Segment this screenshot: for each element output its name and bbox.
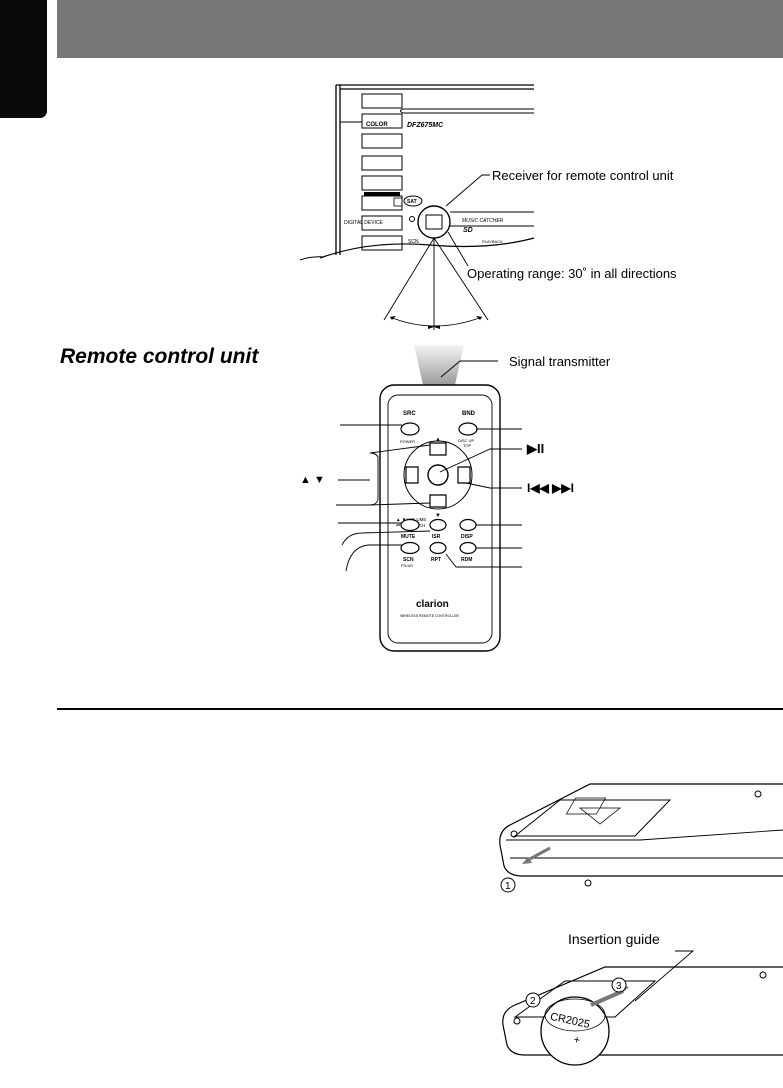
- remote-down-button[interactable]: [429, 494, 447, 508]
- insertion-guide-callout: Insertion guide: [568, 931, 660, 947]
- callout-play-pause: ▶II: [527, 441, 545, 456]
- step-1-label: 1: [505, 881, 511, 892]
- remote-play-pause-button[interactable]: [427, 464, 449, 486]
- remote-bnd-label: BND: [462, 411, 476, 417]
- head-unit-color-label: COLOR: [366, 122, 388, 128]
- remote-mute-button[interactable]: [400, 518, 420, 532]
- remote-power-label: POWER: [400, 439, 415, 444]
- head-unit-sd-label: SD: [463, 227, 473, 234]
- remote-subtitle: WIRELESS REMOTE CONTROLLER: [400, 614, 459, 618]
- remote-scn-label: SCN: [403, 557, 414, 563]
- section-divider: [57, 708, 783, 710]
- remote-dpad-up-arrow: ▲: [435, 437, 441, 443]
- signal-beam: [414, 345, 464, 385]
- head-unit-scn-label: SCN: [408, 239, 419, 245]
- remote-control-figure: SRC POWER BND DISC UP TOP ▲ ▼ ▲ ▼ VOLUME…: [336, 345, 522, 652]
- remote-scn-button[interactable]: [400, 541, 420, 555]
- language-tab: [0, 0, 47, 118]
- head-unit-figure: COLOR DFZ675MC DIGITAL DEVICE SCN MUSIC …: [299, 84, 535, 330]
- battery-cell-sign: +: [572, 1034, 581, 1047]
- signal-transmitter-callout: Signal transmitter: [509, 354, 611, 369]
- step-2-marker: [525, 992, 541, 1008]
- callout-skip: I◀◀ ▶▶I: [527, 481, 574, 495]
- remote-rpt-button[interactable]: [429, 541, 447, 555]
- remote-rdm-label: RDM: [461, 557, 472, 563]
- sat-badge: [403, 195, 423, 207]
- head-unit-playback-label: PLAYBACK: [482, 239, 503, 244]
- remote-mute-label: MUTE: [401, 534, 416, 540]
- head-unit-digital-label: DIGITAL DEVICE: [344, 220, 384, 226]
- operating-range-callout: Operating range: 30˚ in all directions: [467, 266, 677, 281]
- battery-cover-figure: 1: [499, 783, 783, 893]
- remote-src-button[interactable]: [400, 422, 420, 436]
- remote-bnd-button[interactable]: [458, 422, 478, 436]
- remote-dpad-down-arrow: ▼: [435, 513, 441, 519]
- step-3-label: 3: [616, 981, 622, 992]
- remote-rpt-label: RPT: [431, 557, 441, 563]
- remote-isr-label: ISR: [432, 534, 441, 540]
- remote-up-button[interactable]: [429, 442, 447, 456]
- remote-prev-button[interactable]: [405, 466, 419, 484]
- section-title-remote: Remote control unit: [60, 345, 259, 368]
- remote-discup-label: DISC UP: [458, 438, 475, 443]
- battery-insert-figure: CR2025 + 2 3: [502, 950, 783, 1066]
- remote-psas-label: PS/AS: [401, 563, 413, 568]
- remote-brand-logo: clarion: [416, 599, 449, 610]
- remote-next-button[interactable]: [457, 466, 471, 484]
- receiver-callout: Receiver for remote control unit: [492, 168, 674, 183]
- head-unit-model-label: DFZ675MC: [407, 122, 444, 129]
- remote-body: [379, 384, 501, 652]
- step-1-marker: [500, 877, 516, 893]
- remote-top-label: TOP: [463, 443, 471, 448]
- remote-isr-button[interactable]: [429, 518, 447, 532]
- remote-rdm-button[interactable]: [459, 541, 477, 555]
- disc-icon: [393, 197, 403, 207]
- head-unit-music-label: MUSIC CATCHER: [462, 218, 504, 224]
- page-header-bar: [57, 0, 783, 58]
- step-2-label: 2: [530, 996, 536, 1007]
- remote-disp-button[interactable]: [459, 518, 477, 532]
- callout-up-down: ▲ ▼: [300, 474, 325, 486]
- remote-src-label: SRC: [403, 411, 416, 417]
- receiver-knob: [417, 205, 451, 239]
- step-3-marker: [611, 977, 627, 993]
- remote-disp-label: DISP: [461, 534, 473, 540]
- sat-badge-label: SAT: [407, 199, 417, 205]
